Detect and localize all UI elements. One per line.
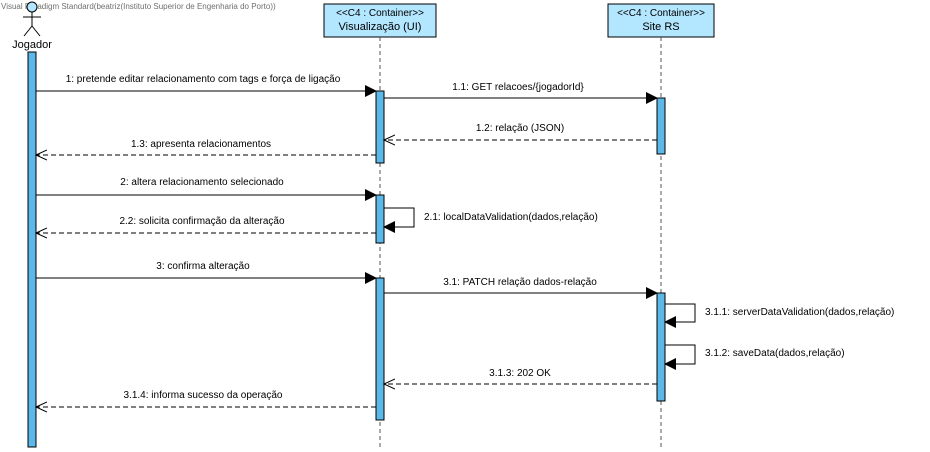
activation-bar-rs [656,292,666,402]
message-label-1-2: 1.2: relação (JSON) [476,123,564,134]
message-3-1-4: 3.1.4: informa sucesso da operação [36,390,376,407]
message-3-1-3: 3.1.3: 202 OK [384,368,657,384]
message-label-3: 3: confirma alteração [156,261,250,272]
participant-rs: <<C4 : Container>> Site RS [607,3,715,38]
activation-bar-jogador [27,51,37,448]
message-2-2: 2.2: solicita confirmação da alteração [36,216,376,233]
message-2: 2: altera relacionamento selecionado [36,177,377,201]
participant-name-jogador: Jogador [12,39,52,51]
message-label-3-1-4: 3.1.4: informa sucesso da operação [124,390,283,401]
participant-name-ui: Visualização (UI) [339,21,422,33]
message-1-3: 1.3: apresenta relacionamentos [36,139,376,155]
message-1-1: 1.1: GET relacoes/{jogadorId} [384,82,658,104]
message-3-1-1: 3.1.1: serverDataValidation(dados,relaçã… [664,303,894,328]
participant-box-ui [323,3,437,38]
message-label-2: 2: altera relacionamento selecionado [120,177,284,188]
message-3: 3: confirma alteração [36,261,377,284]
activation-bar-ui [375,277,385,421]
message-1: 1: pretende editar relacionamento com ta… [36,74,377,97]
participant-stereotype-ui: <<C4 : Container>> [336,8,424,19]
participant-jogador: Jogador [12,1,52,51]
message-3-1: 3.1: PATCH relação dados-relação [384,277,658,299]
watermark: Visual Paradigm Standard(beatriz(Institu… [1,2,276,11]
message-3-1-2: 3.1.2: saveData(dados,relação) [664,344,845,370]
message-1-2: 1.2: relação (JSON) [384,123,657,140]
message-label-1-3: 1.3: apresenta relacionamentos [131,139,271,150]
actor-icon [23,1,41,37]
participant-ui: <<C4 : Container>> Visualização (UI) [323,3,437,38]
activation-bar-ui [375,90,385,164]
participant-name-rs: Site RS [642,21,679,33]
message-label-1: 1: pretende editar relacionamento com ta… [66,74,341,85]
participant-box-rs [607,3,715,38]
message-2-1: 2.1: localDataValidation(dados,relação) [383,207,598,233]
participant-stereotype-rs: <<C4 : Container>> [617,8,705,19]
activation-bar-ui [375,194,385,244]
message-label-3-1-2: 3.1.2: saveData(dados,relação) [705,348,845,359]
message-label-3-1-1: 3.1.1: serverDataValidation(dados,relaçã… [705,307,894,318]
activation-bar-rs [656,97,666,155]
message-label-2-1: 2.1: localDataValidation(dados,relação) [424,212,598,223]
message-label-3-1: 3.1: PATCH relação dados-relação [443,277,597,288]
message-label-3-1-3: 3.1.3: 202 OK [489,368,551,379]
message-label-1-1: 1.1: GET relacoes/{jogadorId} [452,82,584,93]
message-label-2-2: 2.2: solicita confirmação da alteração [119,216,285,227]
